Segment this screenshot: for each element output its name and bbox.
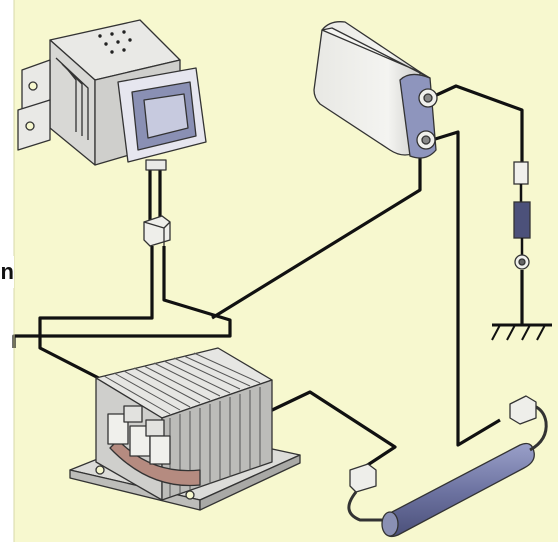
transformer-to-diode-wire — [267, 390, 397, 472]
magnetron-connector-icon — [143, 215, 171, 247]
capacitor-to-transformer-wire — [211, 144, 422, 320]
fuse-icon — [513, 161, 531, 270]
margin-text-fragment: n — [0, 256, 14, 288]
capacitor-top-wire — [429, 84, 524, 162]
hv-diode-icon — [347, 395, 548, 538]
capacitor-icon — [313, 21, 438, 159]
capacitor-to-diode-wire — [431, 130, 501, 447]
transformer-icon — [69, 347, 301, 511]
wires — [12, 84, 524, 472]
ground-symbol-icon — [491, 323, 552, 341]
magnetron-icon — [17, 19, 207, 171]
filament-wire-outer — [38, 246, 154, 392]
